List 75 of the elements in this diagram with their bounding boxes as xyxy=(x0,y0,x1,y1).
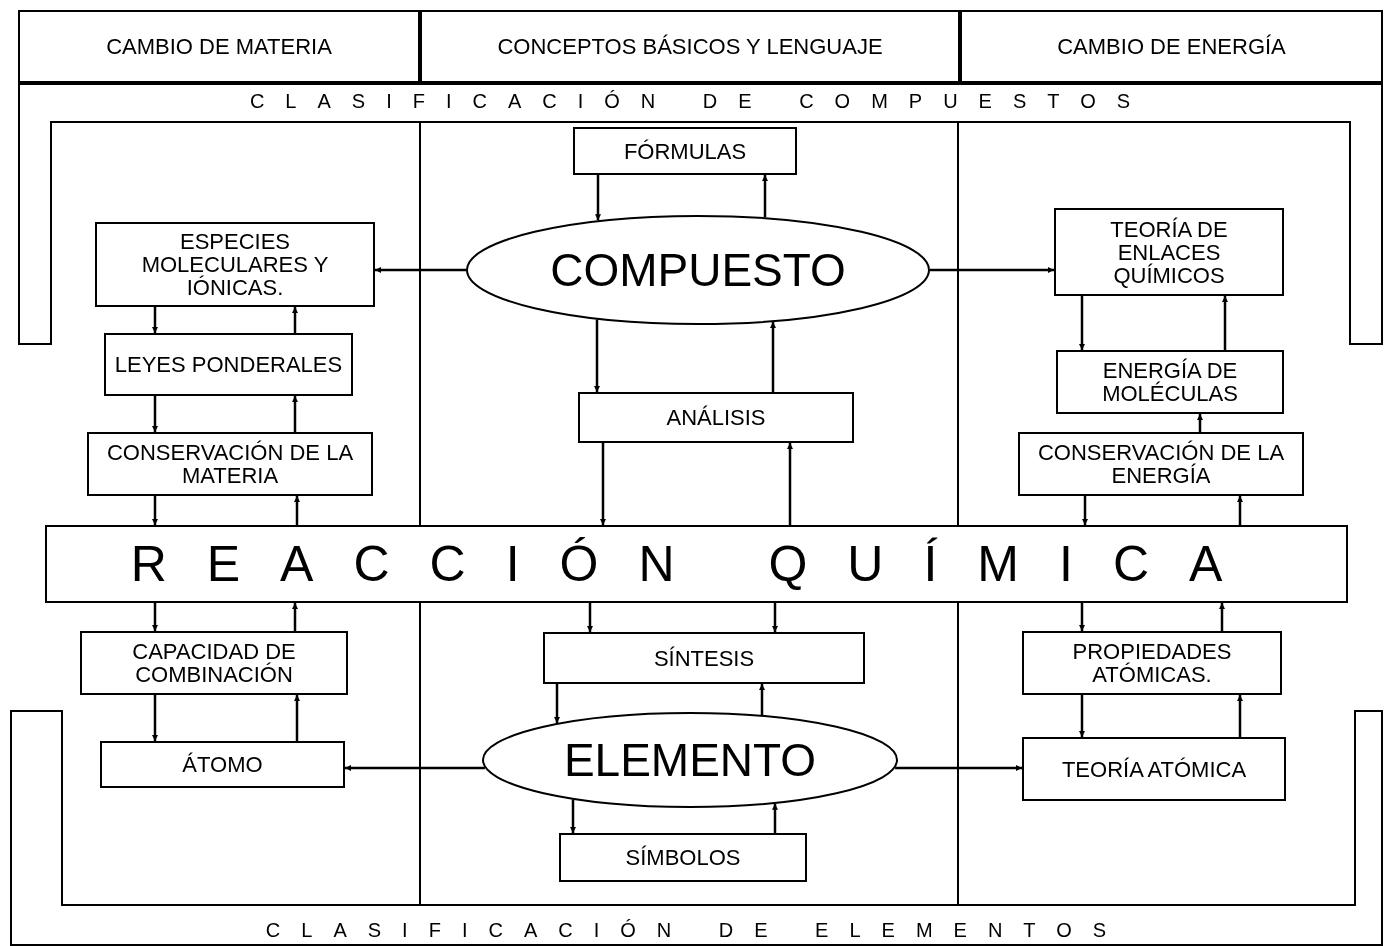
box-label: ÁTOMO xyxy=(181,753,264,776)
arrow xyxy=(292,307,298,333)
box-label: CAMBIO DE ENERGÍA xyxy=(1056,34,1287,59)
arrow xyxy=(1079,603,1085,631)
arrow xyxy=(600,443,606,525)
arrow xyxy=(1222,296,1228,350)
header-cell xyxy=(18,10,420,83)
box-label: SÍNTESIS xyxy=(652,646,756,670)
box-label: REACCIÓN QUÍMICA xyxy=(130,536,1263,592)
concept-box xyxy=(104,333,353,396)
box-label: PROPIEDADES ATÓMICAS. xyxy=(1071,640,1233,686)
box-label: CAMBIO DE MATERIA xyxy=(105,34,333,59)
arrow xyxy=(1219,603,1225,631)
arrow xyxy=(152,496,158,525)
concept-box xyxy=(1018,432,1304,496)
arrow xyxy=(375,267,466,273)
arrow xyxy=(294,496,300,525)
box-label: ESPECIES MOLECULARES Y IÓNICAS. xyxy=(140,230,330,299)
arrow xyxy=(152,307,158,333)
concept-box xyxy=(100,741,345,788)
arrow xyxy=(554,684,560,724)
arrow xyxy=(759,684,765,715)
concept-box xyxy=(1056,350,1284,414)
arrow xyxy=(1237,496,1243,525)
arrow xyxy=(1237,695,1243,737)
box-label: TEORÍA ATÓMICA xyxy=(1060,757,1248,781)
arrow xyxy=(294,695,300,741)
arrow xyxy=(570,799,576,833)
arrow xyxy=(595,175,601,221)
arrow xyxy=(770,322,776,392)
box-label: ENERGÍA DE MOLÉCULAS xyxy=(1101,359,1239,405)
concept-box xyxy=(95,222,375,307)
box-label: CLASIFICACIÓN DE ELEMENTOS xyxy=(265,918,1128,942)
arrow xyxy=(152,396,158,432)
arrow xyxy=(1079,695,1085,737)
arrow xyxy=(1197,414,1203,432)
concept-box xyxy=(578,392,854,443)
box-label: FÓRMULAS xyxy=(622,139,748,163)
arrow xyxy=(762,175,768,218)
header-cell xyxy=(420,10,960,83)
box-label: LEYES PONDERALES xyxy=(113,353,344,376)
box-label: TEORÍA DE ENLACES QUÍMICOS xyxy=(1109,217,1229,287)
concept-box xyxy=(80,631,348,695)
concept-box xyxy=(559,833,807,882)
concept-box xyxy=(1022,631,1282,695)
arrow xyxy=(152,603,158,631)
arrow xyxy=(1079,296,1085,350)
arrow xyxy=(345,765,485,771)
concept-box xyxy=(573,127,797,175)
arrow xyxy=(787,443,793,525)
concept-box xyxy=(87,432,373,496)
header-cell xyxy=(960,10,1383,83)
arrow xyxy=(587,603,593,632)
box-label: COMPUESTO xyxy=(550,245,846,295)
arrow xyxy=(1082,496,1088,525)
arrow xyxy=(930,267,1054,273)
arrow xyxy=(292,603,298,631)
concept-box xyxy=(1022,737,1286,801)
box-label: CONCEPTOS BÁSICOS Y LENGUAJE xyxy=(496,34,884,59)
box-label: ANÁLISIS xyxy=(665,406,767,429)
box-label: ELEMENTO xyxy=(563,735,817,785)
arrow xyxy=(772,603,778,632)
concept-box xyxy=(1054,208,1284,296)
arrow xyxy=(594,319,600,392)
box-label: CLASIFICACIÓN DE COMPUESTOS xyxy=(249,89,1152,113)
reaction-band xyxy=(45,525,1348,603)
concept-box xyxy=(543,632,865,684)
box-label: SÍMBOLOS xyxy=(624,846,742,869)
arrow xyxy=(152,695,158,741)
box-label: CONSERVACIÓN DE LA ENERGÍA xyxy=(1036,441,1286,487)
box-label: CAPACIDAD DE COMBINACIÓN xyxy=(131,640,297,686)
arrow xyxy=(292,396,298,432)
arrow xyxy=(772,803,778,833)
box-label: CONSERVACIÓN DE LA MATERIA xyxy=(105,441,355,487)
arrow xyxy=(895,765,1022,771)
